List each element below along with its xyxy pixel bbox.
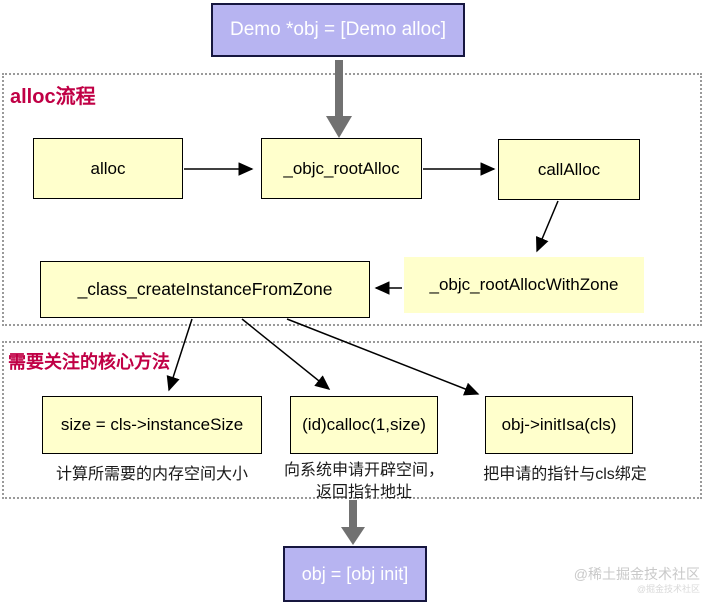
watermark-sub: @掘金技术社区: [636, 583, 700, 594]
caption-calloc: 向系统申请开辟空间， 返回指针地址: [268, 460, 460, 504]
caption-instance-size: 计算所需要的内存空间大小: [55, 466, 248, 483]
node-instance-size: size = cls->instanceSize: [42, 396, 262, 454]
node-entry-demo-alloc: Demo *obj = [Demo alloc]: [211, 3, 465, 57]
watermark-main: @稀土掘金技术社区: [573, 566, 700, 582]
thick-arrow-core-to-exit: [341, 500, 365, 545]
caption-calloc-line2: 返回指针地址: [315, 484, 412, 501]
watermark: @稀土掘金技术社区 @掘金技术社区: [574, 566, 700, 595]
node-objc-rootallocwithzone: _objc_rootAllocWithZone: [404, 257, 644, 313]
caption-calloc-line1: 向系统申请开辟空间，: [283, 462, 444, 479]
node-exit-obj-init: obj = [obj init]: [283, 546, 427, 602]
node-callalloc: callAlloc: [498, 139, 640, 200]
node-class-createinstancefromzone: _class_createInstanceFromZone: [40, 261, 370, 318]
node-init-isa: obj->initIsa(cls): [485, 396, 633, 454]
node-objc-rootalloc: _objc_rootAlloc: [261, 138, 422, 199]
caption-init-isa: 把申请的指针与cls绑定: [483, 466, 647, 483]
node-alloc: alloc: [33, 138, 183, 199]
section-title-alloc-flow: alloc流程: [10, 86, 96, 108]
node-calloc: (id)calloc(1,size): [290, 396, 438, 454]
section-title-core-methods: 需要关注的核心方法: [8, 352, 170, 372]
